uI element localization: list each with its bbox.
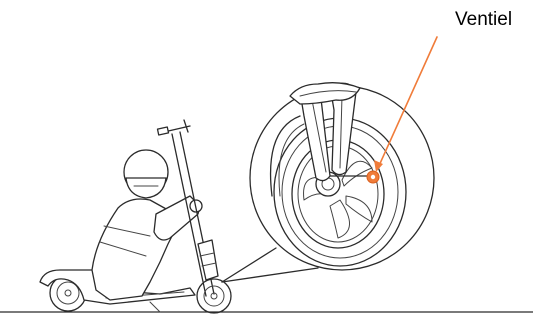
scooter-with-rider: [40, 120, 231, 313]
front-wheel: [197, 279, 231, 313]
valve-callout-label: Ventiel: [455, 10, 512, 29]
